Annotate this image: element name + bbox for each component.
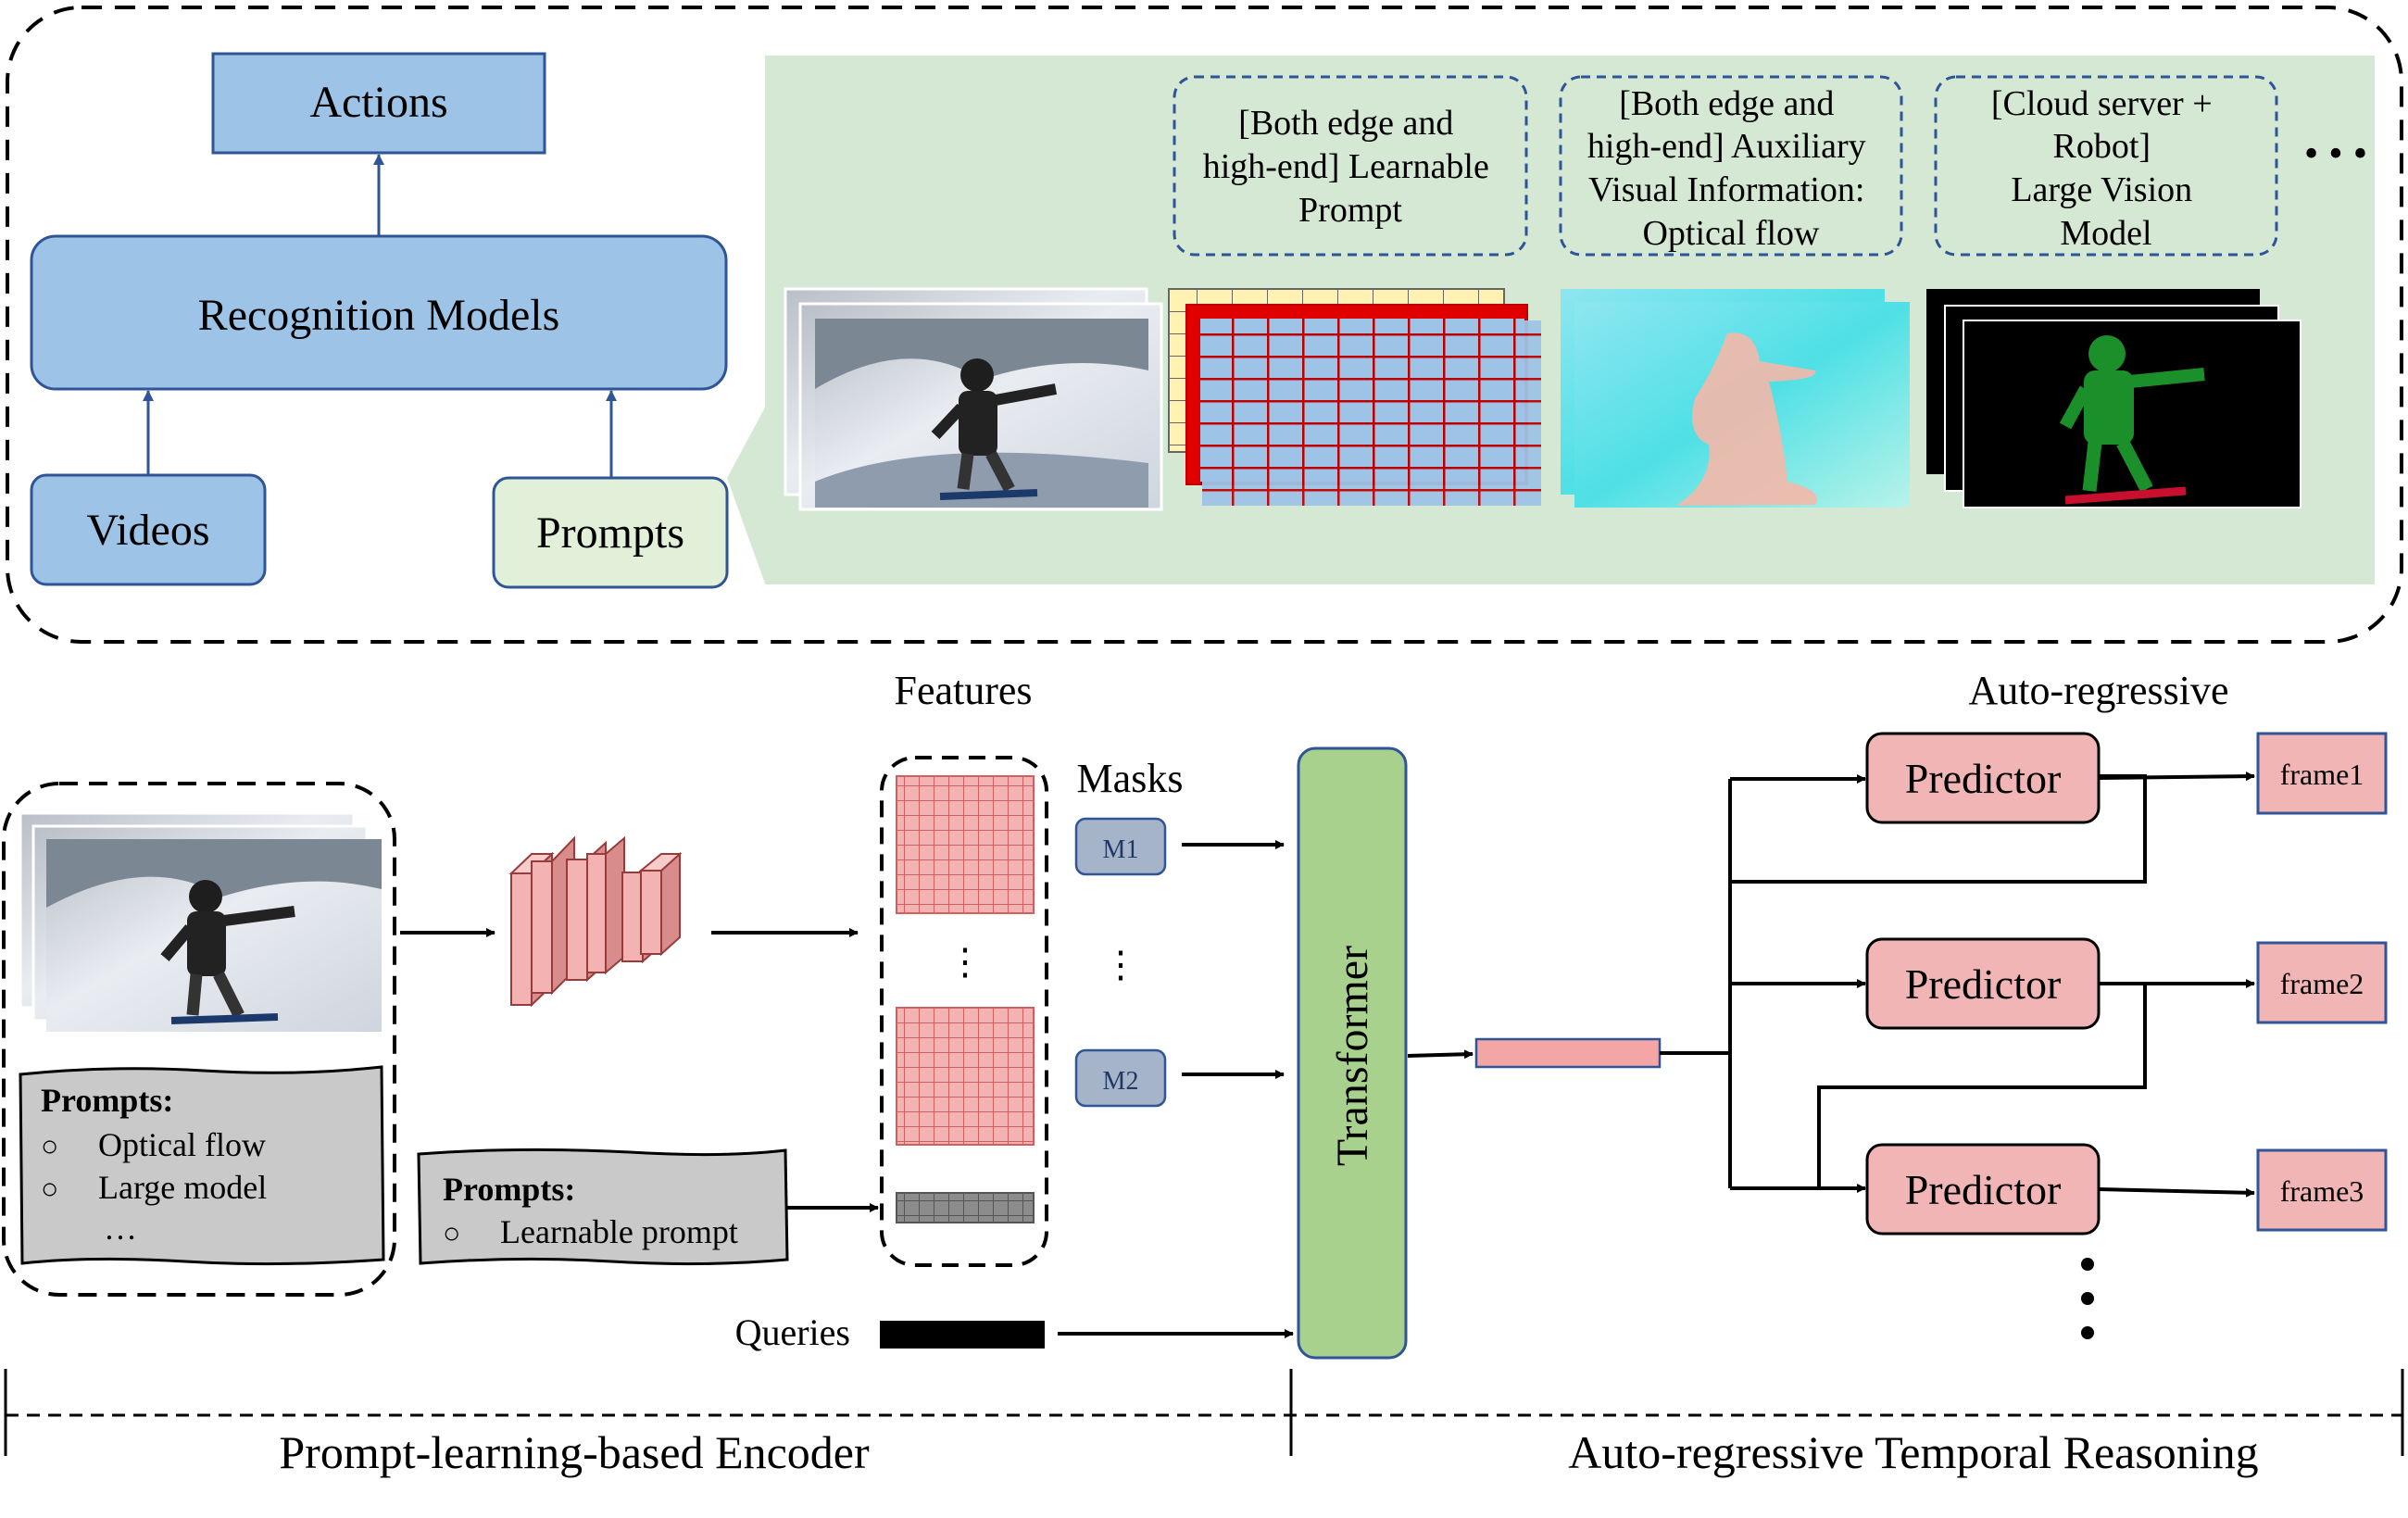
callout-3-line-3: Large Vision [2011, 170, 2192, 209]
mask-m1: M1 [1074, 817, 1167, 876]
footer-divider [4, 1369, 2404, 1456]
arrow-predictor-3-to-frame3 [2098, 1187, 2255, 1198]
predictor-2-label: Predictor [1905, 960, 2062, 1008]
input-dashed-group [2, 782, 396, 1297]
video-prompt-bullet-1: ○ [41, 1129, 58, 1162]
callout-2-line-4: Optical flow [1642, 214, 1820, 253]
queries-label: Queries [735, 1311, 850, 1353]
mask-m2-label: M2 [1103, 1067, 1139, 1096]
frame3-label: frame3 [2280, 1174, 2364, 1208]
callout-2-line-2: high-end] Auxiliary [1587, 127, 1866, 166]
videos-box: Videos [30, 473, 267, 586]
video-prompts-title: Prompts: [41, 1082, 173, 1119]
recognition-models-label: Recognition Models [198, 291, 560, 340]
videos-label: Videos [86, 506, 209, 555]
prompt-tokens-row [896, 1192, 1035, 1223]
arrow-transformer-to-output [1407, 1049, 1474, 1060]
predictor-3-label: Predictor [1905, 1166, 2062, 1213]
video-prompt-bullet-2: ○ [41, 1172, 58, 1205]
cnn-backbone [508, 835, 683, 1008]
frame1-box: frame1 [2256, 732, 2388, 815]
callout-learnable-prompt: [Both edge and high-end] Learnable Promp… [1173, 75, 1528, 257]
feature-map-2 [896, 1007, 1035, 1146]
callout-large-vision-model: [Cloud server + Robot] Large Vision Mode… [1934, 75, 2278, 257]
arrow-predictor-1-to-frame1 [2098, 772, 2255, 782]
predictors-vertical-ellipsis [2081, 1258, 2094, 1339]
video-prompt-item-3: … [104, 1210, 137, 1247]
learnable-prompt-bullet: ○ [443, 1216, 460, 1249]
queries-bar [880, 1321, 1045, 1349]
callout-1-line-3: Prompt [1298, 191, 1402, 230]
learnable-prompts-card: Prompts: ○ Learnable prompt [417, 1148, 789, 1266]
learnable-prompts-title: Prompts: [443, 1171, 575, 1208]
actions-label: Actions [309, 78, 447, 127]
transformer-block: Transformer [1297, 746, 1408, 1360]
actions-box: Actions [211, 52, 546, 155]
segmentation-stack [1926, 289, 2301, 508]
callout-3-line-1: [Cloud server + [1991, 84, 2213, 123]
callout-2-line-3: Visual Information: [1588, 170, 1865, 209]
footer-reasoning-label: Auto-regressive Temporal Reasoning [1568, 1426, 2258, 1478]
auto-regressive-title: Auto-regressive [1968, 668, 2228, 713]
optical-flow-stack [1561, 289, 1910, 508]
masks-title: Masks [1077, 756, 1184, 801]
snowboarder-image [815, 319, 1148, 508]
optical-flow-figure [1676, 332, 1817, 506]
video-prompt-item-2: Large model [98, 1169, 267, 1206]
footer-encoder-label: Prompt-learning-based Encoder [279, 1426, 870, 1478]
callout-3-line-2: Robot] [2052, 127, 2151, 166]
svg-text:[Both edge and high-end]: [Both edge and high-end] Auxiliary Visua… [1587, 84, 1875, 253]
mask-m1-label: M1 [1103, 835, 1139, 864]
zoom-wedge [727, 408, 765, 583]
snowboarder-image-bottom [46, 839, 382, 1032]
mask-m2: M2 [1074, 1048, 1167, 1108]
learnable-prompt-grid [1168, 288, 1541, 506]
predictor-2: Predictor [1865, 937, 2101, 1030]
predictor-1-label: Predictor [1905, 755, 2062, 802]
transformer-label: Transformer [1328, 946, 1377, 1166]
feature-map-1 [896, 775, 1035, 914]
recognition-models-box: Recognition Models [30, 234, 728, 391]
features-title: Features [894, 668, 1032, 713]
frame3-box: frame3 [2256, 1148, 2388, 1232]
segmentation-figure [2059, 335, 2205, 505]
features-stack: ⋮ [880, 756, 1048, 1267]
callout-2-line-1: [Both edge and [1619, 84, 1834, 123]
predictor-1: Predictor [1865, 732, 2101, 824]
video-frames-stack-bottom [19, 811, 382, 1032]
svg-text:[Cloud server + Robot]: [Cloud server + Robot] Large Vision Mode… [1991, 84, 2221, 253]
callout-1-line-2: high-end] Learnable [1203, 147, 1489, 186]
prompts-label: Prompts [536, 508, 684, 558]
more-ellipsis: • • • [2304, 131, 2367, 176]
predictor-3: Predictor [1865, 1143, 2101, 1236]
frame1-label: frame1 [2280, 758, 2364, 791]
frame2-box: frame2 [2256, 941, 2388, 1024]
prompts-box: Prompts [492, 476, 729, 589]
features-vertical-ellipsis: ⋮ [947, 941, 984, 983]
callout-3-line-4: Model [2060, 214, 2151, 253]
output-embedding [1474, 1037, 1662, 1069]
callout-1-line-1: [Both edge and [1238, 104, 1453, 143]
callout-optical-flow: [Both edge and high-end] Auxiliary Visua… [1559, 75, 1903, 257]
video-prompt-item-1: Optical flow [98, 1126, 266, 1163]
learnable-prompt-item: Learnable prompt [500, 1213, 738, 1250]
masks-vertical-ellipsis: ⋮ [1102, 944, 1139, 985]
svg-text:[Both edge and high-end]: [Both edge and high-end] Learnable Promp… [1203, 104, 1499, 230]
video-prompts-card: Prompts: ○ Optical flow ○ Large model … [19, 1065, 385, 1266]
frame2-label: frame2 [2280, 967, 2364, 1000]
video-frames-stack-top [784, 287, 1163, 511]
top-panel-dashed-border [6, 6, 2403, 644]
